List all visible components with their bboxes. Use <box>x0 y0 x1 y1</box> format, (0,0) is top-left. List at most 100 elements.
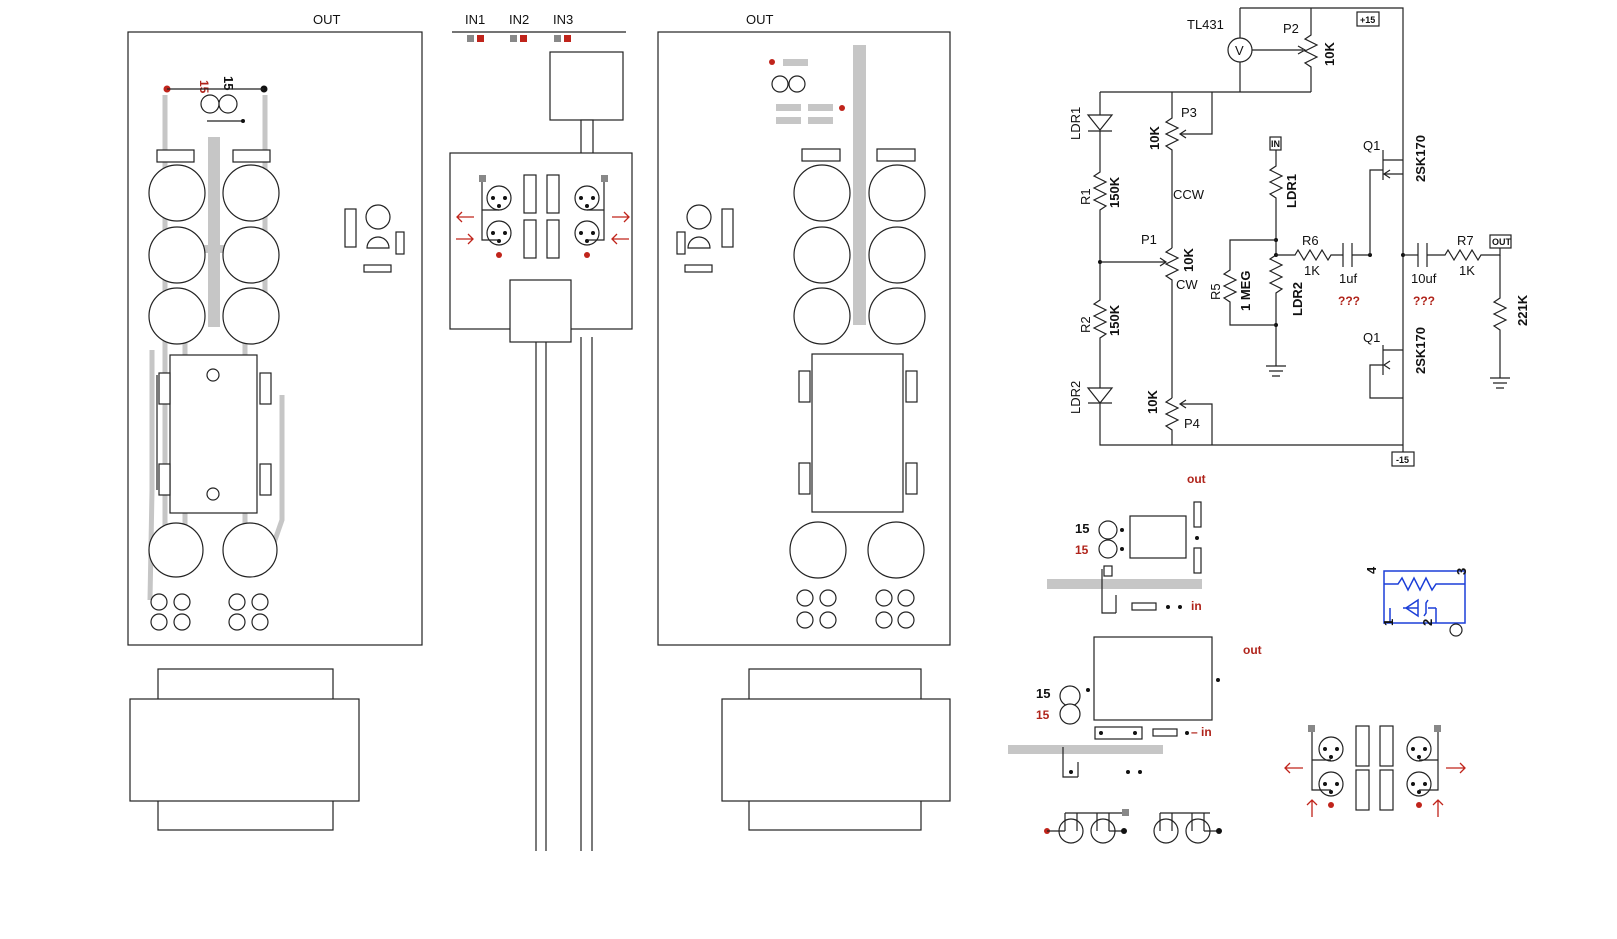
left-reg-tab-1 <box>158 372 171 405</box>
r1-r2-chain <box>1092 131 1108 388</box>
left-side-bar <box>363 264 392 273</box>
left-cap-1 <box>148 164 206 222</box>
right-caps <box>793 164 926 345</box>
p3-value: 10K <box>1147 126 1162 150</box>
p3-name: P3 <box>1181 105 1197 120</box>
ldr2-b-label: LDR2 <box>1290 282 1305 316</box>
tl431-symbol: 4 3 1 2 <box>1364 566 1469 637</box>
detail1-out: out <box>1187 472 1206 486</box>
p4-name: P4 <box>1184 416 1200 431</box>
input-switch-shaft <box>580 119 594 155</box>
detail1-supply-black: 15 <box>1075 521 1089 536</box>
left-transformer-core <box>129 698 360 802</box>
left-transformer-top <box>157 668 334 702</box>
input-long-leads <box>535 337 593 851</box>
r7-name: R7 <box>1457 233 1474 248</box>
left-supply-red-label: 15 <box>197 80 211 94</box>
input-label-3: IN3 <box>553 12 573 27</box>
socket-detail-bottom <box>1044 809 1222 844</box>
out-tag: OUT <box>1492 237 1512 247</box>
r1-name: R1 <box>1078 188 1093 205</box>
q1-top-part: 2SK170 <box>1413 135 1428 182</box>
c2-question: ??? <box>1413 294 1435 308</box>
p2-name: P2 <box>1283 21 1299 36</box>
r5-value: 1 MEG <box>1238 271 1253 311</box>
r-load-value: 221K <box>1515 294 1530 326</box>
r7-value: 1K <box>1459 263 1475 278</box>
r1-value: 150K <box>1107 176 1122 208</box>
left-reg-hole-2 <box>206 487 220 501</box>
c2-label: 10uf <box>1411 271 1437 286</box>
left-reg-tab-2 <box>158 463 171 496</box>
left-pad-2 <box>232 149 271 163</box>
p1-ccw-label: CCW <box>1173 187 1205 202</box>
right-board: OUT <box>657 12 951 831</box>
left-reg-hole-1 <box>206 368 220 382</box>
tl431-pin-1: 1 <box>1381 619 1396 626</box>
tl431-pin-2: 2 <box>1420 619 1435 626</box>
input-selector-switch <box>549 51 624 121</box>
left-cap-6 <box>222 287 280 345</box>
c1-label: 1uf <box>1339 271 1357 286</box>
socket-layout-right <box>1284 725 1466 817</box>
r6-value: 1K <box>1304 263 1320 278</box>
right-center-trace <box>853 45 866 325</box>
left-cross-trace <box>160 245 270 253</box>
p1-value: 10K <box>1181 248 1196 272</box>
ldr2-label: LDR2 <box>1068 381 1083 414</box>
rail-neg-wire <box>1099 403 1403 446</box>
left-center-trace <box>208 137 220 327</box>
q1-top-name: Q1 <box>1363 138 1380 153</box>
q1-bot-part: 2SK170 <box>1413 327 1428 374</box>
right-transformer-bottom <box>748 798 922 831</box>
detail-1: out 15 15 in <box>1047 472 1206 614</box>
left-side-diode <box>366 236 390 249</box>
c1-question: ??? <box>1338 294 1360 308</box>
left-pad-1 <box>156 149 195 163</box>
rail-pos-label: +15 <box>1360 15 1375 25</box>
tl431-label: TL431 <box>1187 17 1224 32</box>
left-bottom-cap-1 <box>148 522 204 578</box>
right-transformer-top <box>748 668 922 702</box>
left-cap-3 <box>148 226 206 284</box>
right-reg-block <box>811 353 904 513</box>
input-sockets <box>479 174 608 259</box>
left-supply-lead-dot <box>241 119 245 123</box>
right-transformer-core <box>721 698 951 802</box>
rail-pos-wire <box>1240 7 1404 445</box>
q1-bot-name: Q1 <box>1363 330 1380 345</box>
left-supply-cap-b <box>218 94 238 114</box>
left-out-label: OUT <box>313 12 341 27</box>
ldr1-b-label: LDR1 <box>1284 174 1299 208</box>
r2-value: 150K <box>1107 304 1122 336</box>
tl431-pin-3: 3 <box>1454 568 1469 575</box>
ldr1-label: LDR1 <box>1068 107 1083 140</box>
detail1-supply-red: 15 <box>1075 543 1089 557</box>
left-side-small <box>395 231 405 255</box>
input-relay-block <box>509 279 572 343</box>
right-small-caps <box>796 589 915 629</box>
p4-value: 10K <box>1145 390 1160 414</box>
r5-name: R5 <box>1208 283 1223 300</box>
rail-neg-label: -15 <box>1396 455 1409 465</box>
schematic: +15 TL431 V P2 10K LDR1 R1 150K R2 150K … <box>1068 7 1530 467</box>
r2-name: R2 <box>1078 316 1093 333</box>
input-board: IN1 IN2 IN3 <box>449 12 633 851</box>
left-cap-2 <box>222 164 280 222</box>
input-label-2: IN2 <box>509 12 529 27</box>
left-supply-black-label: 15 <box>221 76 236 90</box>
left-cap-5 <box>148 287 206 345</box>
in-tag: IN <box>1271 139 1280 149</box>
left-reg-tab-3 <box>259 372 272 405</box>
p2-resistor <box>1303 8 1319 92</box>
left-supply-cap-a <box>200 94 220 114</box>
tl431-outline <box>1383 570 1466 624</box>
left-small-caps <box>150 593 269 631</box>
right-out-label: OUT <box>746 12 774 27</box>
left-cap-4 <box>222 226 280 284</box>
left-side-res <box>344 208 357 248</box>
detail2-supply-red: 15 <box>1036 708 1050 722</box>
left-board: OUT 15 15 <box>127 12 423 831</box>
detail2-supply-black: 15 <box>1036 686 1050 701</box>
